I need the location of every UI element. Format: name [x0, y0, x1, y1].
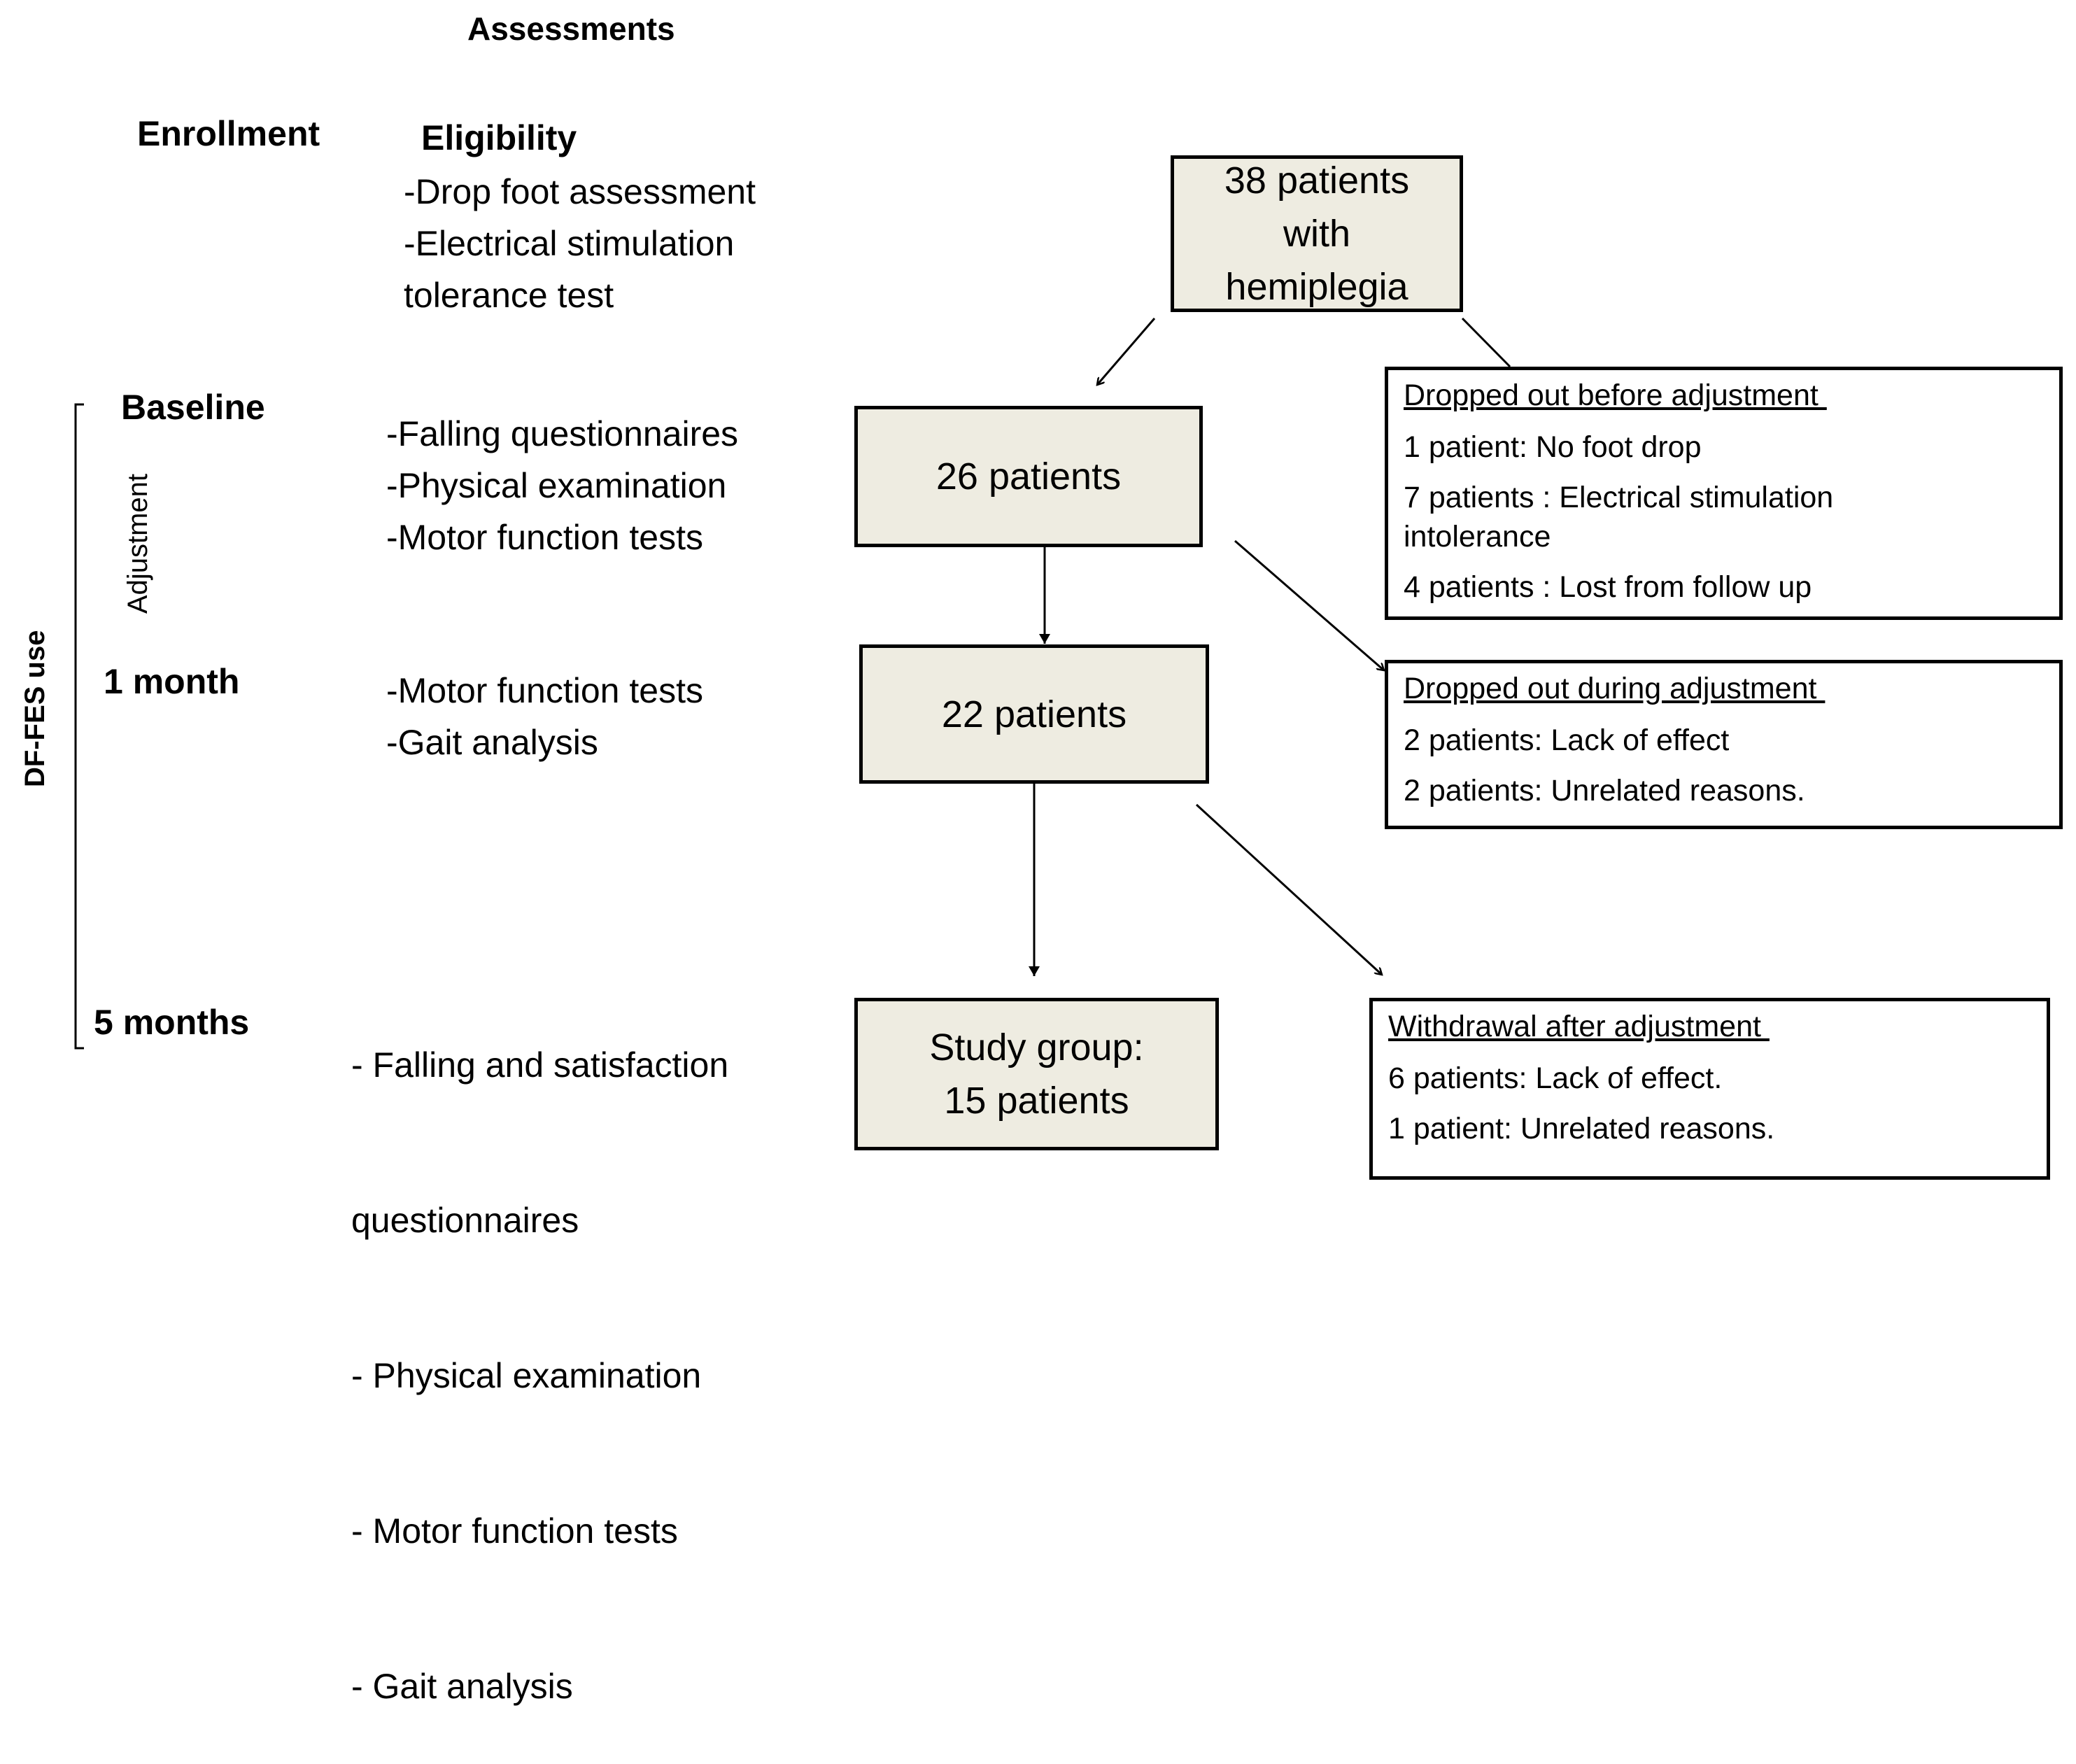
- list-item: -Electrical stimulation: [404, 224, 735, 263]
- list-item: - Gait analysis: [351, 1667, 573, 1706]
- stage-5-months: 5 months: [94, 1003, 250, 1042]
- flow-connectors: [74, 317, 1511, 1050]
- list-item: 2 patients: Lack of effect: [1404, 724, 1730, 757]
- list-item: -Motor function tests: [386, 671, 703, 710]
- box-line: Study group:: [929, 1026, 1144, 1068]
- withdrawal-after-box: Withdrawal after adjustment 6 patients: …: [1369, 998, 2050, 1180]
- list-item: -Motor function tests: [386, 518, 703, 557]
- dropped-before-title: Dropped out before adjustment: [1404, 379, 1827, 412]
- list-item: 7 patients : Electrical stimulation into…: [1404, 481, 1834, 553]
- list-item: 4 patients : Lost from follow up: [1404, 570, 1812, 604]
- eligibility-title: Eligibility: [421, 118, 577, 157]
- arrow-22-to-withdrawal: [1195, 803, 1382, 975]
- box-study-group: Study group: 15 patients: [854, 998, 1219, 1150]
- box-26-patients: 26 patients: [854, 406, 1203, 547]
- dropped-before-box: Dropped out before adjustment 1 patient:…: [1385, 367, 2063, 620]
- list-item: -Gait analysis: [386, 723, 598, 762]
- assessments-header: Assessments: [467, 10, 675, 47]
- dropped-during-box: Dropped out during adjustment 2 patients…: [1385, 660, 2063, 829]
- stage-1-month: 1 month: [104, 662, 240, 701]
- dropped-during-title: Dropped out during adjustment: [1404, 672, 1826, 705]
- list-item: - Falling and satisfaction: [351, 1045, 729, 1085]
- list-item: - Motor function tests: [351, 1511, 678, 1551]
- arrow-26-to-dropped-during: [1234, 539, 1384, 670]
- list-item: 2 patients: Unrelated reasons.: [1404, 774, 1805, 807]
- box-line: hemiplegia: [1225, 266, 1408, 308]
- box-line: 15 patients: [944, 1080, 1129, 1122]
- arrow-38-to-26: [1097, 318, 1156, 385]
- eligibility-list: -Drop foot assessment -Electrical stimul…: [404, 166, 756, 321]
- dffes-use-label: DF-FES use: [20, 630, 50, 787]
- box-label: 26 patients: [935, 456, 1122, 498]
- stage-enrollment: Enrollment: [137, 114, 320, 153]
- list-item: -Falling questionnaires: [386, 414, 739, 453]
- box-label: 22 patients: [941, 693, 1127, 735]
- box-22-patients: 22 patients: [859, 644, 1209, 784]
- list-item: tolerance test: [404, 276, 614, 315]
- baseline-assessments-list: -Falling questionnaires -Physical examin…: [386, 408, 738, 563]
- stage-baseline: Baseline: [121, 388, 265, 427]
- month1-assessments-list: -Motor function tests -Gait analysis: [386, 665, 703, 768]
- list-item: -Drop foot assessment: [404, 172, 756, 211]
- list-item: 1 patient: No foot drop: [1404, 430, 1702, 464]
- line-38-to-dropped-before: [1461, 317, 1511, 368]
- list-item: questionnaires: [351, 1201, 579, 1240]
- box-38-patients: 38 patients with hemiplegia: [1171, 155, 1463, 312]
- list-item: - Physical examination: [351, 1356, 702, 1395]
- month5-assessments-list: - Falling and satisfaction questionnaire…: [351, 936, 728, 1764]
- list-item: 6 patients: Lack of effect.: [1388, 1061, 1723, 1095]
- dffes-bracket: [74, 403, 84, 1050]
- list-item: 1 patient: Unrelated reasons.: [1388, 1112, 1775, 1145]
- list-item: -Physical examination: [386, 466, 727, 505]
- box-line: with: [1283, 213, 1350, 255]
- withdrawal-after-title: Withdrawal after adjustment: [1388, 1010, 1770, 1043]
- box-line: 38 patients: [1224, 160, 1410, 202]
- adjustment-label: Adjustment: [122, 473, 153, 614]
